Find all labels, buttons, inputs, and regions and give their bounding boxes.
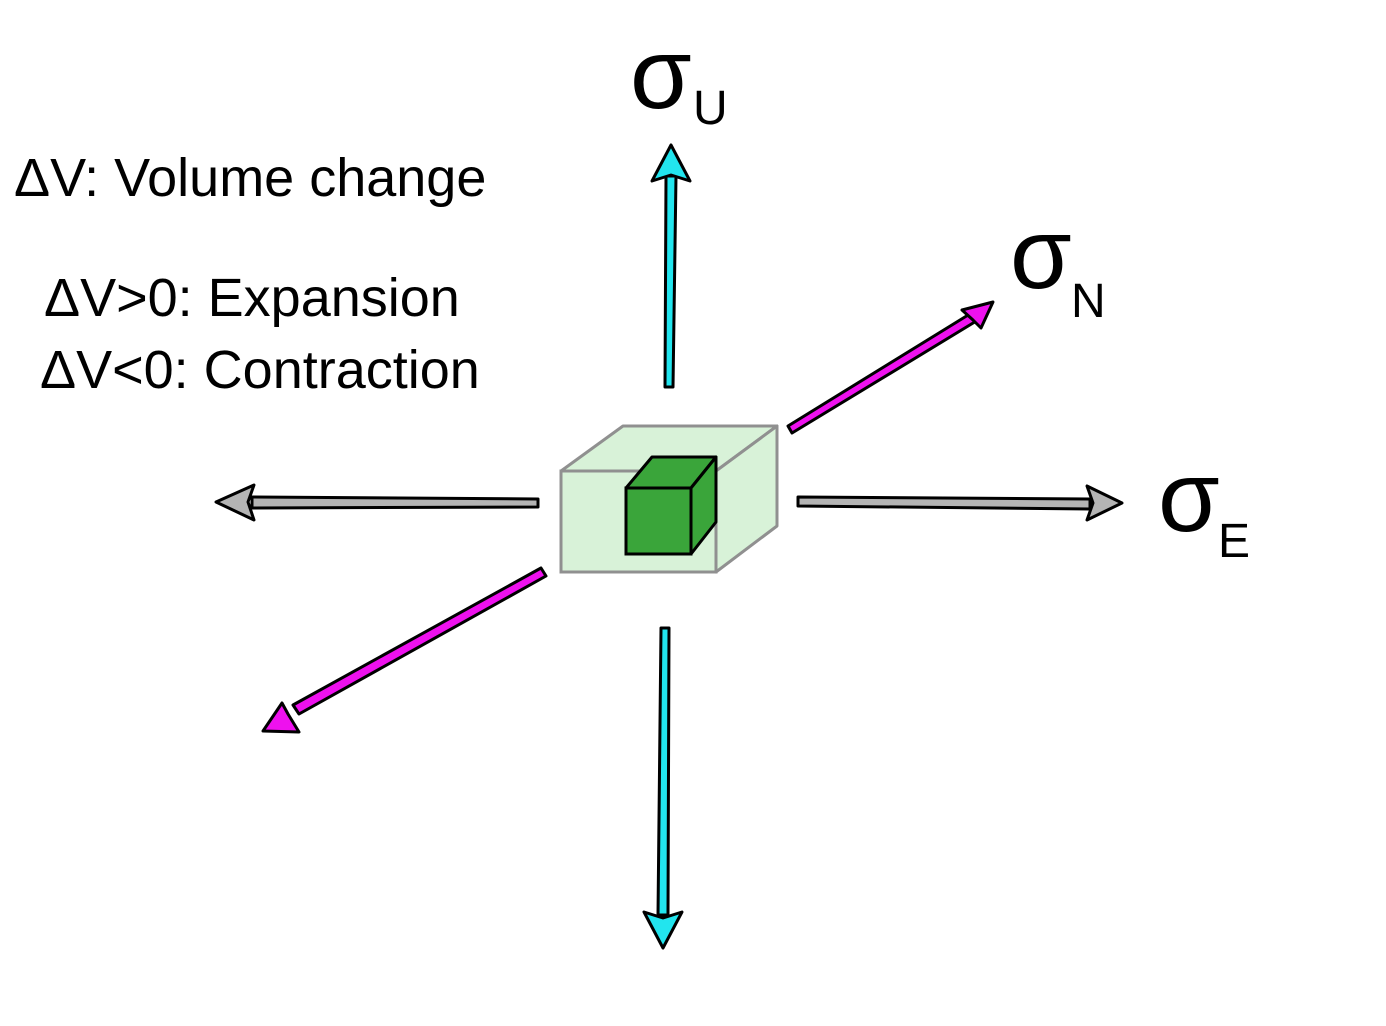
label-sigma-n: σ N — [1010, 198, 1106, 328]
arrow-north-shaft — [786, 310, 980, 435]
sigma-u-symbol: σ — [630, 18, 692, 130]
arrow-down-head — [642, 910, 684, 950]
arrow-south-shaft — [291, 566, 548, 716]
arrow-east-head — [1085, 484, 1124, 522]
arrow-up — [650, 143, 692, 389]
arrow-up-head — [650, 143, 692, 183]
arrow-east — [796, 484, 1124, 522]
sigma-e-subscript: E — [1218, 515, 1250, 568]
sigma-u-subscript: U — [693, 82, 728, 135]
arrow-west-head — [214, 483, 256, 522]
inner-cube — [624, 455, 718, 556]
arrow-north-head — [960, 300, 995, 330]
arrow-down — [642, 626, 684, 950]
sigma-n-symbol: σ — [1010, 198, 1072, 310]
label-sigma-e: σ E — [1158, 441, 1250, 568]
sigma-e-symbol: σ — [1158, 441, 1220, 553]
label-sigma-u: σ U — [630, 18, 728, 135]
inner-cube-front — [624, 486, 693, 556]
legend-contraction: ΔV<0: Contraction — [40, 340, 480, 400]
arrow-east-shaft — [796, 495, 1092, 511]
sigma-n-subscript: N — [1071, 275, 1106, 328]
arrow-up-shaft — [663, 174, 678, 389]
arrow-south — [261, 566, 548, 734]
legend-title: ΔV: Volume change — [14, 148, 486, 208]
arrow-west-shaft — [250, 495, 540, 510]
legend: ΔV: Volume change ΔV>0: Expansion ΔV<0: … — [14, 148, 486, 400]
arrow-north — [786, 300, 995, 435]
legend-expansion: ΔV>0: Expansion — [44, 268, 460, 328]
arrow-south-head — [261, 701, 301, 734]
arrow-west — [214, 483, 540, 522]
arrow-down-shaft — [656, 626, 671, 917]
